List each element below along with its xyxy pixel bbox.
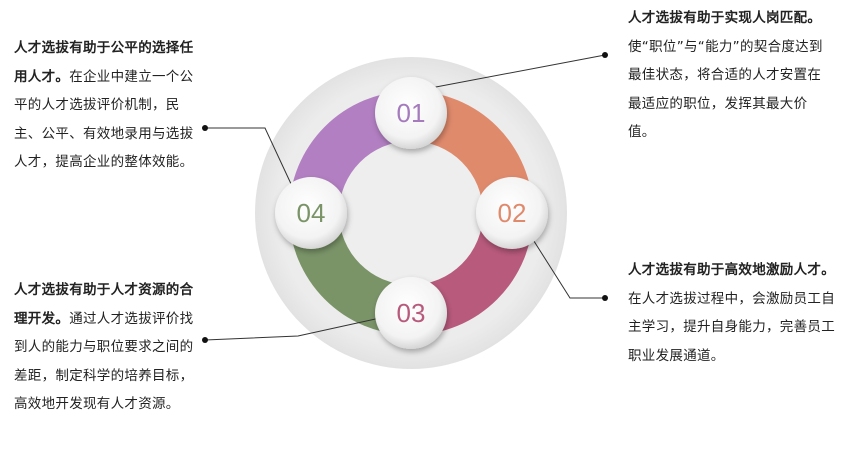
text-block-01: 人才选拔有助于实现人岗匹配。 使“职位”与“能力”的契合度达到最佳状态，将合适的… <box>628 4 828 147</box>
badge-02 <box>476 177 548 249</box>
dot-04 <box>202 125 208 131</box>
connector-01 <box>419 54 606 91</box>
text-block-04: 人才选拔有助于公平的选择任用人才。在企业中建立一个公平的人才选拔评价机制，民主、… <box>14 34 200 177</box>
title-03: 人才选拔有助于人才资源的合理开发。 <box>14 282 194 327</box>
dot-03 <box>202 337 208 343</box>
dot-01 <box>602 52 608 58</box>
title-04: 人才选拔有助于公平的选择任用人才。 <box>14 40 194 85</box>
body-04: 在企业中建立一个公平的人才选拔评价机制，民主、公平、有效地录用与选拔人才，提高企… <box>14 68 194 171</box>
badge-03 <box>375 277 447 349</box>
dot-02 <box>602 295 608 301</box>
connector-03 <box>204 317 381 341</box>
body-02: 在人才选拔过程中，会激励员工自主学习，提升自身能力，完善员工职业发展通道。 <box>628 290 835 364</box>
number-04: 04 <box>296 198 326 228</box>
title-02: 人才选拔有助于高效地激励人才。 <box>628 262 835 278</box>
number-01: 01 <box>396 98 426 128</box>
connector-04 <box>205 127 293 187</box>
number-03: 03 <box>396 298 426 328</box>
badge-04 <box>275 177 347 249</box>
title-01: 人才选拔有助于实现人岗匹配。 <box>628 10 822 26</box>
inner-hole <box>339 141 483 285</box>
number-02: 02 <box>497 198 527 228</box>
text-block-03: 人才选拔有助于人才资源的合理开发。通过人才选拔评价找到人的能力与职位要求之间的差… <box>14 276 200 419</box>
body-01: 使“职位”与“能力”的契合度达到最佳状态，将合适的人才安置在最适应的职位，发挥其… <box>628 38 823 141</box>
connector-02 <box>531 237 605 299</box>
text-block-02: 人才选拔有助于高效地激励人才。在人才选拔过程中，会激励员工自主学习，提升自身能力… <box>628 256 840 370</box>
badge-01 <box>375 77 447 149</box>
body-03: 通过人才选拔评价找到人的能力与职位要求之间的差距，制定科学的培养目标，高效地开发… <box>14 310 194 413</box>
